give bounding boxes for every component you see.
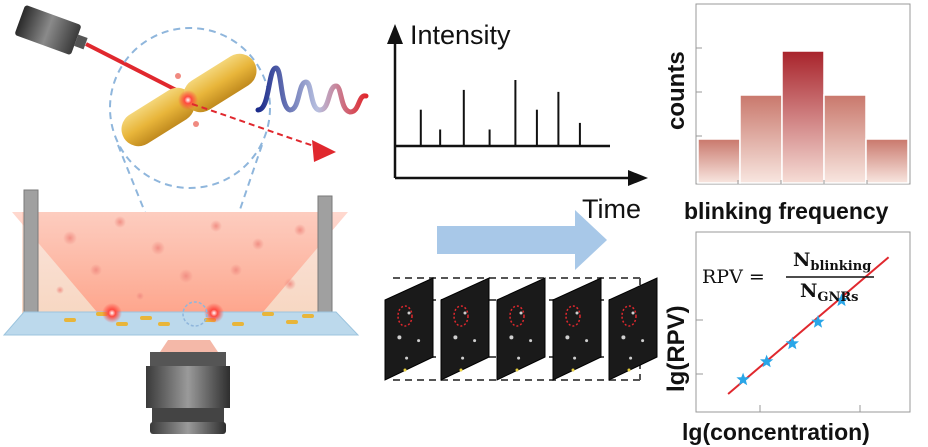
rpv-formula-lhs: RPV =: [702, 266, 765, 288]
image-frame: [440, 277, 490, 381]
zoom-circle: [109, 27, 271, 189]
histogram-bar: [781, 50, 825, 184]
tray-wall-right: [317, 195, 333, 316]
blinking-spot: [102, 303, 122, 323]
image-frame: [496, 277, 546, 381]
blinking-spot: [204, 303, 224, 323]
emission-spectrum-icon: [255, 65, 369, 115]
calibration-plot: RPV = Nblinking NGNRs lg(RPV) lg(concent…: [663, 231, 911, 445]
laser-icon: [15, 5, 88, 55]
calibration-point: [811, 315, 825, 328]
histogram-bar: [823, 94, 867, 184]
histogram-bar: [865, 138, 909, 184]
intensity-axis-label: Intensity: [410, 20, 511, 50]
counts-axis-label: counts: [663, 51, 690, 130]
illumination-cone: [12, 212, 348, 318]
zoom-spot-circle: [182, 301, 208, 327]
histogram: counts blinking frequency: [663, 3, 911, 224]
histogram-bar: [739, 94, 783, 184]
image-frame: [384, 277, 434, 381]
gold-nanorod-dimer-icon: [121, 53, 257, 147]
particles: [56, 216, 306, 300]
fit-line: [727, 256, 890, 395]
lg-rpv-axis-label: lg(RPV): [663, 305, 690, 392]
calibration-point: [834, 293, 849, 307]
emission-arrow: [191, 103, 321, 149]
calibration-point: [785, 336, 799, 350]
lg-concentration-axis-label: lg(concentration): [682, 419, 870, 445]
glass-slide: [2, 311, 360, 336]
tray-wall-left: [23, 189, 39, 316]
image-frame-stack: [384, 277, 658, 381]
laser-beam: [85, 42, 187, 97]
intensity-spikes: [419, 80, 581, 146]
image-frame: [552, 277, 602, 381]
calibration-point: [760, 354, 774, 368]
histogram-bar: [697, 138, 741, 184]
intensity-plot: Intensity Time: [387, 20, 648, 224]
rpv-numerator: Nblinking: [793, 249, 871, 274]
rpv-denominator: NGNRs: [800, 280, 858, 305]
emission-arrowhead: [312, 140, 336, 162]
calibration-ticks: [696, 319, 861, 412]
calibration-point: [736, 372, 750, 386]
time-axis-label: Time: [582, 194, 641, 224]
setup-illustration: [2, 5, 369, 434]
image-frame: [608, 277, 658, 381]
objective-lens-icon: [146, 340, 230, 434]
flow-arrow-icon: [437, 210, 607, 270]
blinking-frequency-axis-label: blinking frequency: [684, 198, 889, 224]
histogram-ticks: [696, 47, 868, 184]
